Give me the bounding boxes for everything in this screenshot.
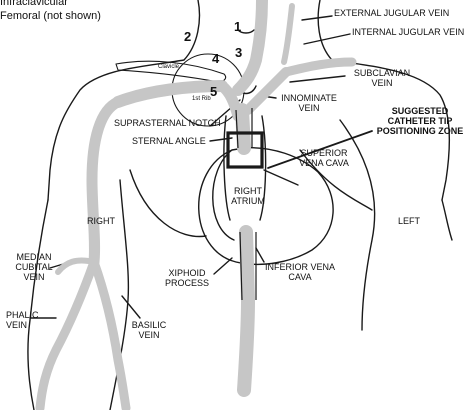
- ext-jugular-leader: [302, 16, 332, 20]
- catheter-zone-label-2: CATHETER TIP: [368, 116, 472, 126]
- ivc-label-2: CAVA: [258, 272, 342, 282]
- site-number-2: 2: [184, 30, 191, 43]
- innominate-label-2: VEIN: [278, 103, 340, 113]
- catheter-zone-label-1: SUGGESTED: [368, 106, 472, 116]
- legend-line-2: Femoral (not shown): [0, 10, 101, 23]
- cephalic-label-1: PHALIC: [6, 310, 39, 320]
- cephalic-vein: [40, 262, 94, 408]
- site-number-5: 5: [210, 85, 217, 98]
- median-cubital-label-2: CUBITAL: [14, 262, 54, 272]
- site-number-4: 4: [212, 52, 219, 65]
- median-cubital-label-3: VEIN: [14, 272, 54, 282]
- xiphoid-label-2: PROCESS: [160, 278, 214, 288]
- right-atrium-label-1: RIGHT: [228, 186, 268, 196]
- subclavian-label-2: VEIN: [347, 78, 417, 88]
- basilic-label-2: VEIN: [126, 330, 172, 340]
- external-jugular-label: EXTERNAL JUGULAR VEIN: [334, 8, 449, 18]
- external-jugular-vein: [284, 6, 292, 62]
- basilic-vein: [94, 262, 126, 408]
- internal-jugular-label: INTERNAL JUGULAR VEIN: [352, 27, 464, 37]
- ivc-label-1: INFERIOR VENA: [258, 262, 342, 272]
- basilic-label-1: BASILIC: [126, 320, 172, 330]
- site-number-1: 1: [234, 20, 241, 33]
- left-subclavian-vein: [286, 62, 352, 72]
- svc-leader: [264, 170, 298, 185]
- svc-label-1: SUPERIOR: [296, 148, 352, 158]
- svc-label-2: VENA CAVA: [296, 158, 352, 168]
- xiphoid-leader: [214, 258, 232, 274]
- catheter-zone-label-3: POSITIONING ZONE: [368, 126, 472, 136]
- right-atrium-label-2: ATRIUM: [224, 196, 272, 206]
- sternal-angle-label: STERNAL ANGLE: [132, 136, 206, 146]
- legend-line-1: Infraclavicular: [0, 0, 68, 9]
- subclavian-leader: [290, 76, 345, 82]
- cephalic-label-2: VEIN: [6, 320, 27, 330]
- site-number-3: 3: [235, 46, 242, 59]
- svc-vein: [242, 110, 244, 148]
- ivc-leader: [256, 248, 264, 262]
- right-arm-edge: [442, 200, 452, 240]
- suprasternal-notch-label: SUPRASTERNAL NOTCH: [114, 118, 221, 128]
- innominate-label-1: INNOMINATE: [278, 93, 340, 103]
- median-cubital-label-1: MEDIAN: [14, 252, 54, 262]
- basilic-leader: [122, 296, 140, 318]
- first-rib-label: 1st Rib: [192, 96, 211, 103]
- chest-left-contour: [130, 170, 206, 236]
- xiphoid-label-1: XIPHOID: [160, 268, 214, 278]
- clavicle-label: Clavicle: [158, 64, 179, 71]
- ivc-vein: [244, 232, 248, 390]
- int-jugular-leader: [304, 34, 350, 44]
- right-side-label: RIGHT: [87, 216, 115, 226]
- subclavian-label-1: SUBCLAVIAN: [347, 68, 417, 78]
- left-side-label: LEFT: [398, 216, 420, 226]
